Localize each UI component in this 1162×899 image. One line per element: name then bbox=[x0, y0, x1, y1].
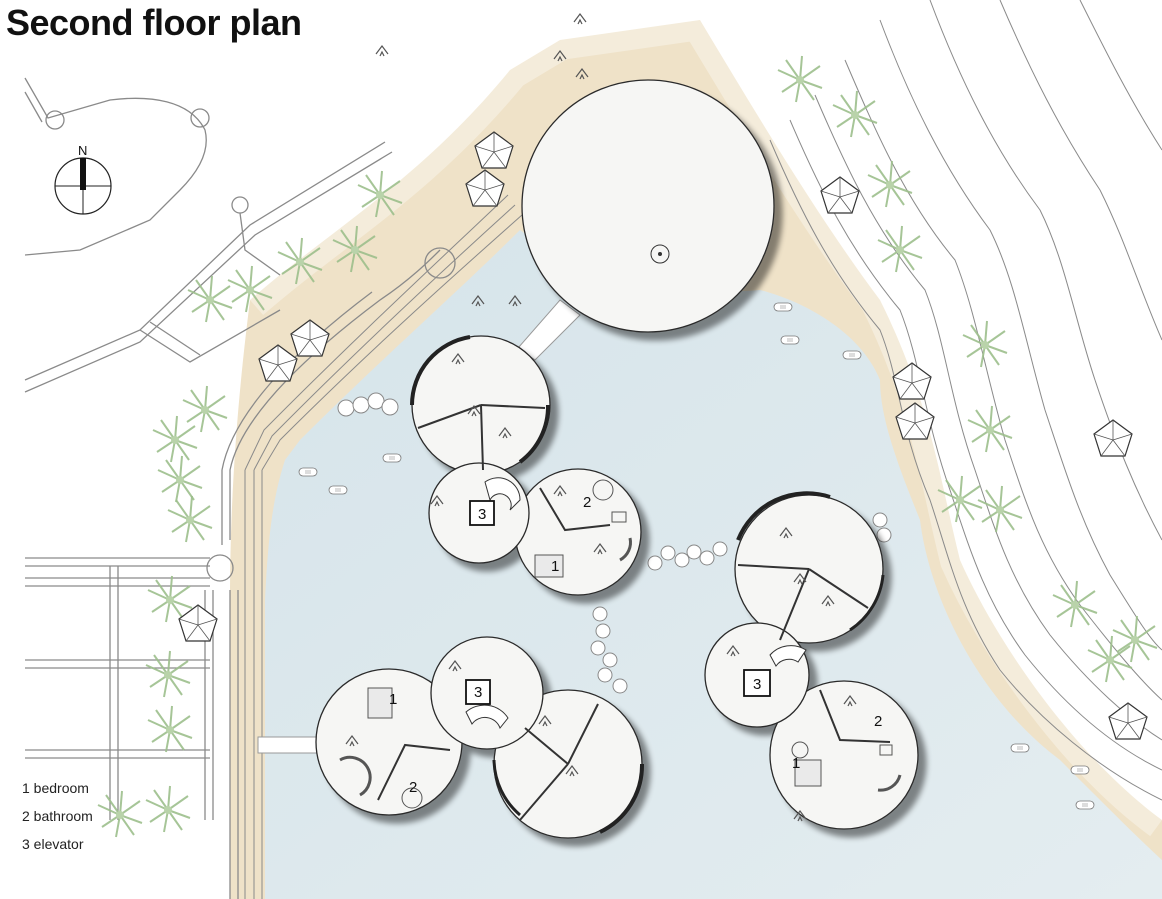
road-network bbox=[24, 77, 456, 899]
north-arrow: N bbox=[54, 143, 112, 215]
label-bathroom-bottom-left: 2 bbox=[409, 779, 417, 796]
villa-right bbox=[704, 491, 919, 830]
label-bathroom-right: 2 bbox=[874, 713, 882, 730]
legend-item-bedroom: 1 bedroom bbox=[22, 780, 89, 796]
label-bedroom-right: 1 bbox=[792, 755, 800, 772]
label-bedroom-bottom-left: 1 bbox=[389, 691, 397, 708]
label-bathroom-top: 2 bbox=[583, 494, 591, 511]
main-building-center bbox=[650, 244, 670, 264]
label-elevator-right: 3 bbox=[753, 676, 761, 693]
legend: 1 bedroom 2 bathroom 3 elevator bbox=[22, 778, 93, 862]
villa-top bbox=[410, 335, 642, 596]
page-title: Second floor plan bbox=[6, 2, 302, 43]
label-bedroom-top: 1 bbox=[551, 558, 559, 575]
north-label: N bbox=[78, 143, 87, 158]
main-building bbox=[521, 79, 775, 333]
walkway bbox=[517, 299, 581, 361]
shore-contours bbox=[244, 0, 1162, 899]
legend-item-elevator: 3 elevator bbox=[22, 836, 84, 852]
villa-bottom-left bbox=[315, 636, 645, 839]
pier bbox=[257, 736, 321, 754]
legend-item-bathroom: 2 bathroom bbox=[22, 808, 93, 824]
label-elevator-bottom-left: 3 bbox=[474, 684, 482, 701]
stepping-stones bbox=[337, 392, 892, 694]
label-elevator-top: 3 bbox=[478, 506, 486, 523]
